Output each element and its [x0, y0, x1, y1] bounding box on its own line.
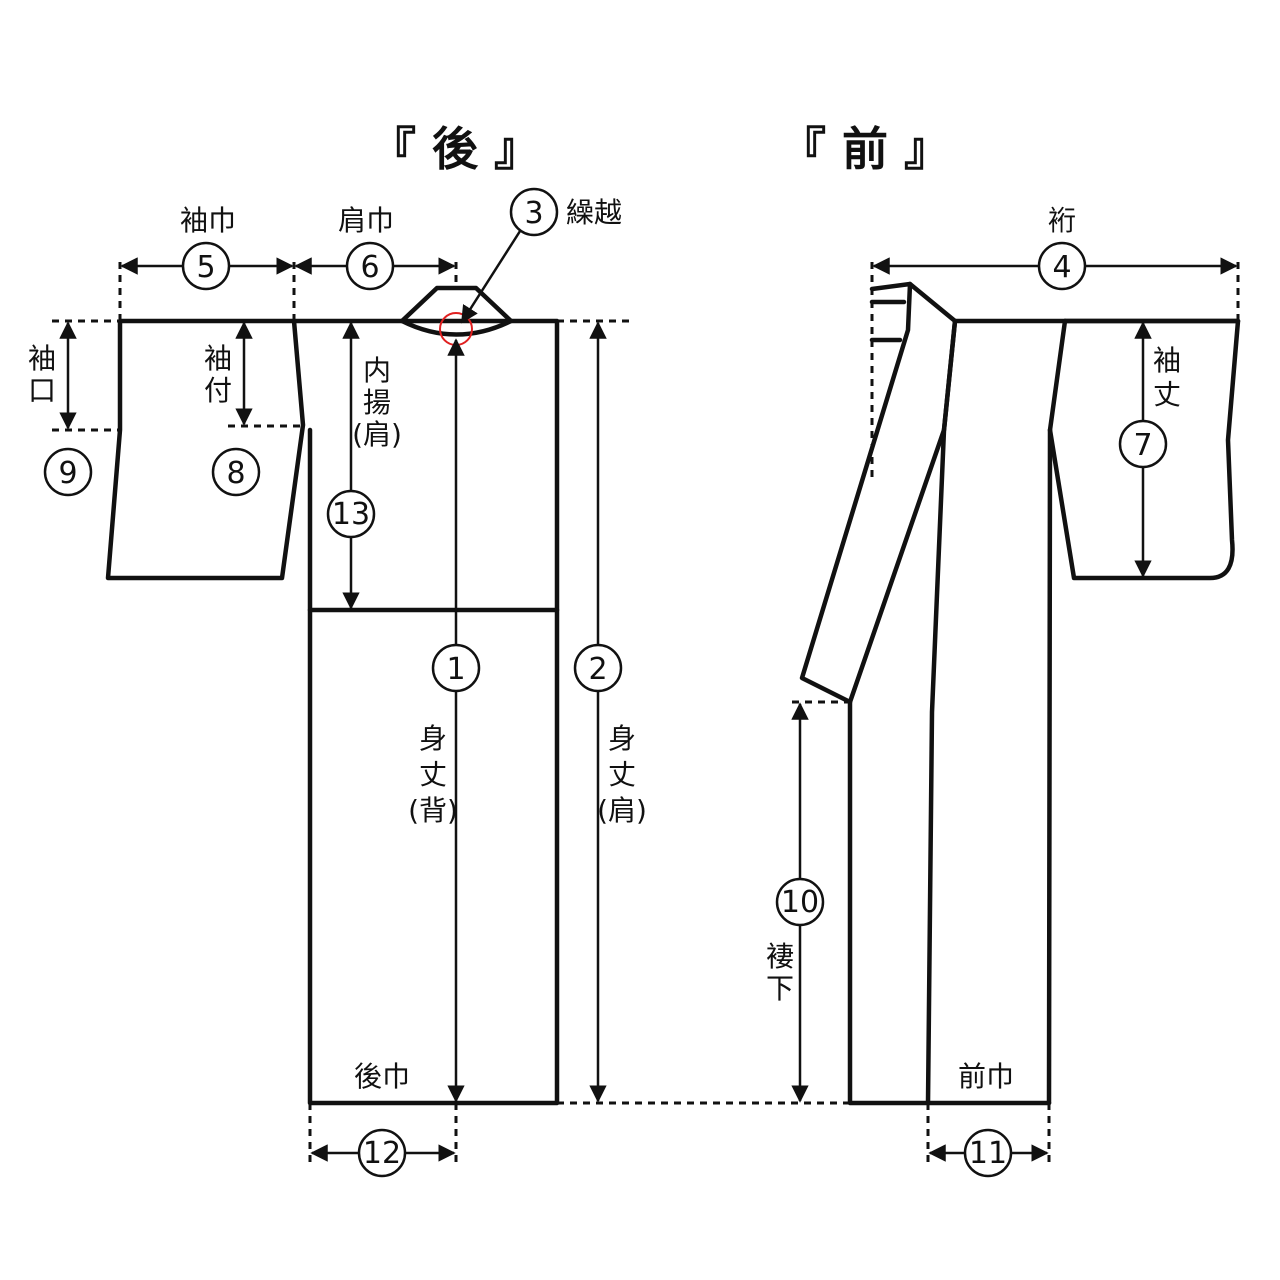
front-collar-inner	[869, 281, 913, 343]
number-10: 10	[781, 885, 819, 920]
number-13: 13	[332, 497, 370, 532]
front-collar	[799, 281, 958, 705]
number-8: 8	[226, 456, 245, 491]
kurikoshi-leader	[460, 227, 524, 324]
number-9: 9	[58, 456, 77, 491]
number-6: 6	[360, 250, 379, 285]
number-12: 12	[363, 1136, 401, 1171]
front-body-left	[847, 699, 1052, 1106]
number-4: 4	[1052, 250, 1071, 285]
number-badge-13: 13	[326, 489, 376, 539]
mitake-se-label-1: 身	[419, 722, 447, 755]
number-5: 5	[196, 250, 215, 285]
number-badge-7: 7	[1118, 419, 1168, 469]
number-badge-11: 11	[963, 1128, 1013, 1178]
sode-haba-label: 袖巾	[180, 204, 236, 237]
mitake-kata-label-3: (肩)	[597, 794, 647, 827]
tsumashita-label-1: 褄	[766, 940, 794, 973]
kurikoshi-label: 繰越	[566, 196, 622, 229]
back-view-title: 『 後 』	[370, 122, 540, 176]
uchiage-label-1: 内	[363, 354, 391, 387]
sode-tsuke-label-1: 袖	[204, 342, 232, 375]
number-3: 3	[524, 196, 543, 231]
sode-guchi-label-1: 袖	[28, 342, 56, 375]
sode-guchi-label-2: 口	[28, 374, 56, 407]
number-badge-1: 1	[431, 643, 481, 693]
number-2: 2	[588, 652, 607, 687]
number-badge-3: 3	[509, 187, 559, 237]
kata-haba-label: 肩巾	[338, 204, 394, 237]
back-view	[52, 227, 850, 1165]
front-sleeve-outline	[1047, 318, 1241, 581]
mitake-kata-label-2: 丈	[608, 758, 636, 791]
uchiage-label-3: (肩)	[352, 418, 402, 451]
back-collar	[399, 285, 514, 337]
sode-take-label-1: 袖	[1153, 344, 1181, 377]
front-view-title: 『 前 』	[780, 122, 950, 176]
number-11: 11	[969, 1136, 1007, 1171]
number-badge-10: 10	[775, 877, 825, 927]
sode-take-label-2: 丈	[1153, 378, 1181, 411]
mae-haba-label: 前巾	[958, 1060, 1014, 1093]
number-badge-2: 2	[573, 643, 623, 693]
number-badge-5: 5	[181, 241, 231, 291]
back-body-outline	[291, 318, 560, 1106]
mitake-se-label-2: 丈	[419, 758, 447, 791]
sode-tsuke-label-2: 付	[204, 374, 232, 407]
number-1: 1	[446, 652, 465, 687]
number-badge-4: 4	[1037, 241, 1087, 291]
number-badge-9: 9	[43, 447, 93, 497]
number-badge-12: 12	[357, 1128, 407, 1178]
number-badge-8: 8	[211, 447, 261, 497]
mitake-se-label-3: (背)	[408, 794, 458, 827]
number-badge-6: 6	[345, 241, 395, 291]
yuki-label: 裄	[1048, 204, 1076, 237]
mitake-kata-label-1: 身	[608, 722, 636, 755]
uchiage-label-2: 揚	[363, 386, 391, 419]
ushiro-haba-label: 後巾	[354, 1060, 410, 1093]
tsumashita-label-2: 下	[766, 972, 794, 1005]
number-7: 7	[1133, 428, 1152, 463]
